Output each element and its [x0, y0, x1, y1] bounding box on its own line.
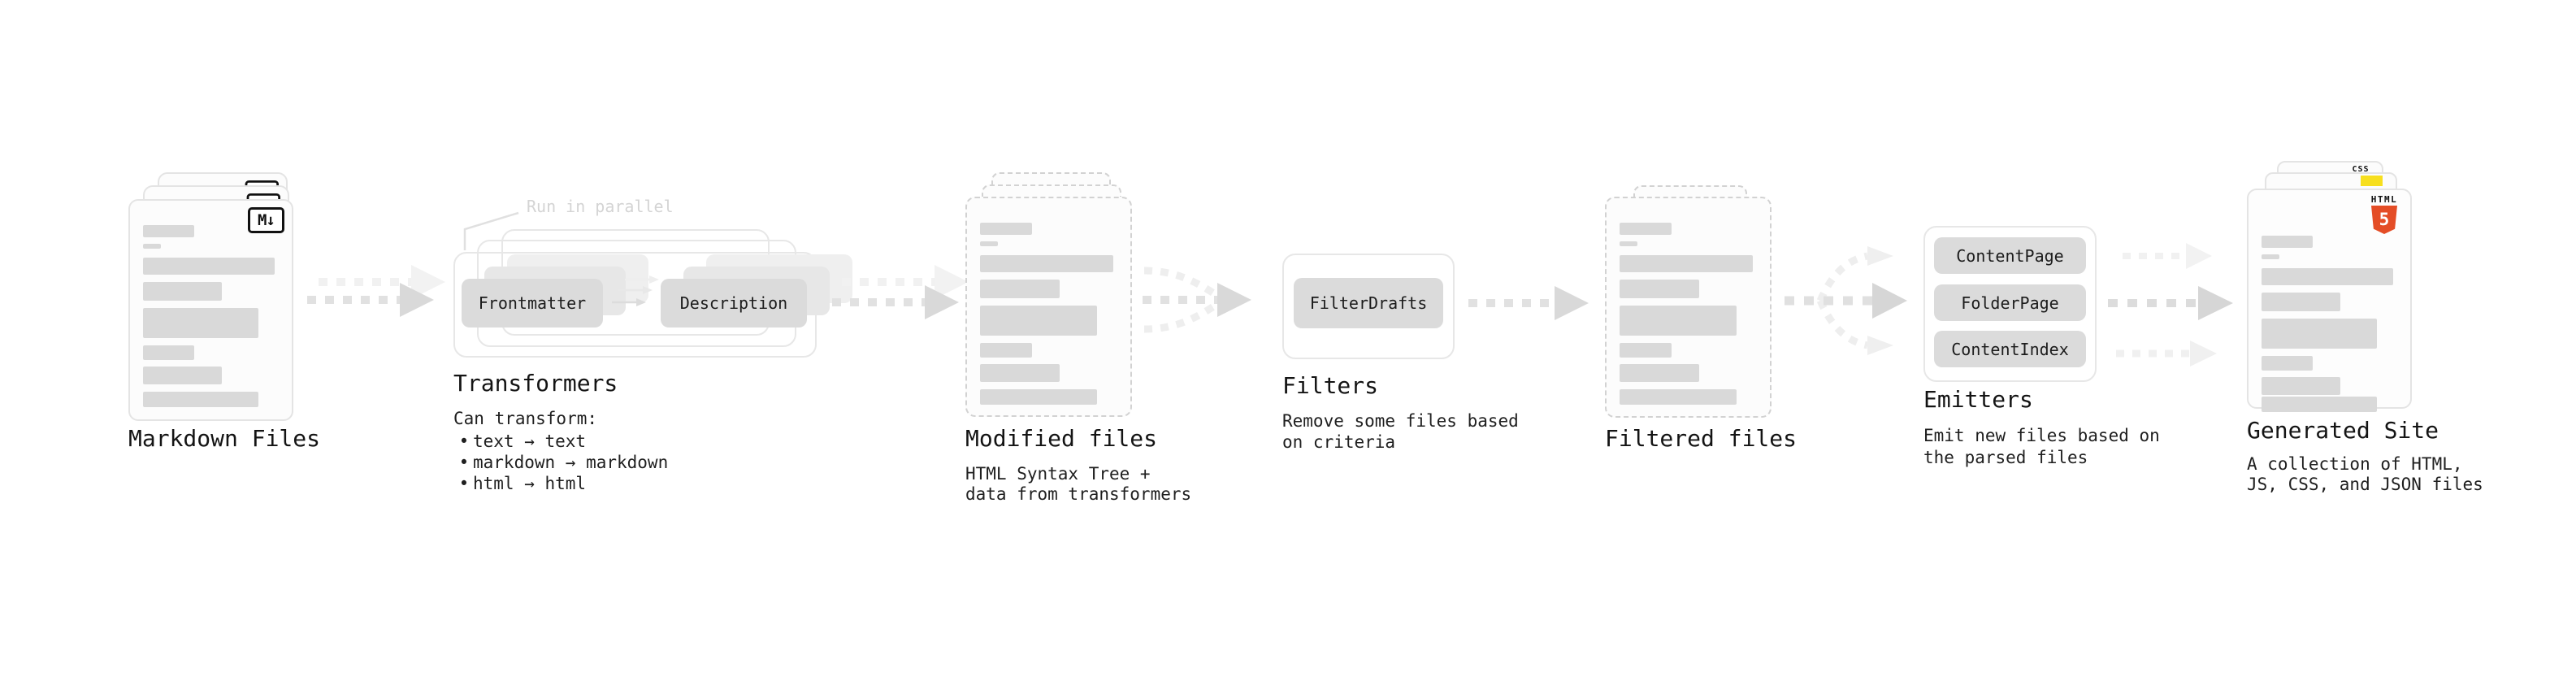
transformers-notes-title: Can transform: — [453, 409, 598, 428]
arrow-transformers-to-modified — [832, 285, 959, 319]
emitters-description: Emit new files based on the parsed files — [1923, 425, 2160, 469]
run-in-parallel-annotation: Run in parallel — [527, 197, 674, 216]
arrow-markdown-to-transformers — [307, 283, 434, 317]
modified-files-description: HTML Syntax Tree + data from transformer… — [965, 464, 1191, 505]
description-line: the parsed files — [1923, 448, 2088, 467]
document-placeholder-lines — [1620, 223, 1757, 405]
description-node: Description — [661, 279, 807, 327]
description-line: JS, CSS, and JSON files — [2247, 475, 2483, 494]
description-line: A collection of HTML, — [2247, 454, 2463, 474]
contentpage-node: ContentPage — [1934, 237, 2086, 274]
note-item: • text → text — [455, 431, 668, 452]
file-card-front: M↓ — [128, 199, 293, 421]
description-line: on criteria — [1282, 432, 1396, 452]
parallel-flow-arrows — [612, 275, 659, 306]
stage-label-generated-site: Generated Site — [2247, 417, 2439, 444]
arrow-filtered-to-emitters — [1785, 246, 1907, 355]
markdown-icon: M↓ — [248, 207, 284, 233]
arrow-transformers-to-modified-ghost — [842, 265, 969, 299]
filters-description: Remove some files based on criteria — [1282, 410, 1519, 453]
file-card-html: HTML 5 — [2247, 189, 2412, 412]
arrow-emitters-to-site-bottom — [2116, 340, 2217, 367]
description-line: HTML Syntax Tree + — [965, 464, 1151, 484]
folderpage-node: FolderPage — [1934, 284, 2086, 321]
file-card-front — [1605, 197, 1772, 418]
document-placeholder-lines — [2262, 236, 2397, 412]
transformers-notes-list: • text → text • markdown → markdown • ht… — [455, 431, 669, 494]
filterdrafts-node: FilterDrafts — [1294, 278, 1443, 328]
note-text: markdown → markdown — [473, 453, 669, 472]
html5-shield: 5 — [2371, 206, 2397, 234]
js-icon — [2361, 176, 2383, 186]
bullet-glyph: • — [458, 474, 470, 493]
stage-label-emitters: Emitters — [1923, 386, 2033, 413]
bullet-glyph: • — [458, 432, 470, 451]
note-item: • html → html — [455, 473, 668, 494]
stage-label-filtered-files: Filtered files — [1605, 425, 1798, 452]
arrow-emitters-to-site-top — [2123, 243, 2212, 269]
note-item: • markdown → markdown — [455, 452, 669, 473]
document-placeholder-lines — [143, 225, 279, 408]
html5-icon: HTML 5 — [2367, 195, 2401, 234]
stage-label-filters: Filters — [1282, 372, 1379, 399]
arrow-filters-to-filtered — [1468, 286, 1589, 320]
description-line: Emit new files based on — [1923, 426, 2160, 445]
file-card-front — [965, 197, 1132, 417]
note-text: html → html — [473, 474, 587, 493]
description-line: Remove some files based — [1282, 411, 1519, 431]
arrow-emitters-to-site-middle — [2108, 286, 2233, 320]
stage-label-transformers: Transformers — [453, 370, 618, 397]
stage-label-modified-files: Modified files — [965, 425, 1158, 452]
arrow-modified-to-filters — [1143, 267, 1251, 333]
arrow-markdown-to-transformers-ghost — [319, 265, 445, 299]
frontmatter-node: Frontmatter — [462, 279, 603, 327]
generated-site-description: A collection of HTML, JS, CSS, and JSON … — [2247, 454, 2483, 495]
bullet-glyph: • — [458, 453, 470, 472]
contentindex-node: ContentIndex — [1934, 331, 2086, 367]
stage-label-markdown-files: Markdown Files — [128, 425, 321, 452]
annotation-connector-line — [463, 211, 519, 250]
document-placeholder-lines — [980, 223, 1117, 405]
description-line: data from transformers — [965, 484, 1192, 504]
note-text: text → text — [473, 432, 587, 451]
